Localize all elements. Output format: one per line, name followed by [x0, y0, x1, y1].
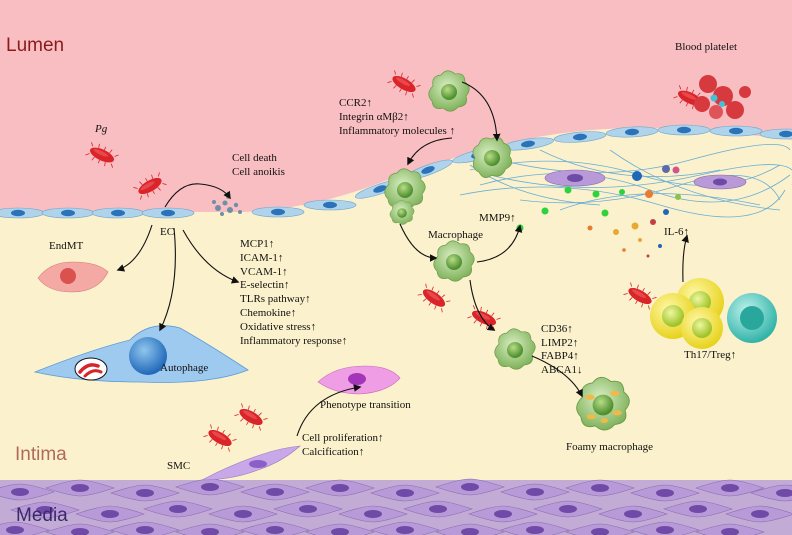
region-intima: Intima: [15, 444, 67, 465]
marker-cd36: CD36↑: [541, 323, 573, 335]
smc-cells: [201, 365, 401, 481]
cytokines: [516, 165, 681, 258]
foamy-macrophage-label: Foamy macrophage: [566, 441, 654, 453]
marker-integrin: Integrin αMβ2↑: [339, 110, 409, 123]
cell-death-labels: Cell death Cell anoikis: [232, 152, 285, 180]
marker-oxidative: Oxidative stress↑: [240, 320, 317, 333]
smc-label: SMC: [167, 460, 191, 472]
lumen-region: [0, 0, 792, 212]
foam-markers: CD36↑ LIMP2↑ FABP4↑ ABCA1↓: [541, 323, 583, 377]
blood-platelets: [694, 75, 751, 119]
marker-icam1: ICAM-1↑: [240, 251, 284, 264]
macrophage-label: Macrophage: [428, 229, 483, 241]
cell-anoikis-label: Cell anoikis: [232, 165, 285, 178]
marker-fabp4: FABP4↑: [541, 350, 579, 363]
marker-inflammatory-response: Inflammatory response↑: [240, 334, 348, 347]
marker-chemokine: Chemokine↑: [240, 306, 297, 319]
marker-vcam1: VCAM-1↑: [240, 265, 288, 278]
marker-mcp1: MCP1↑: [240, 238, 275, 250]
region-lumen: Lumen: [6, 35, 65, 56]
pathway-arrows: [116, 81, 689, 437]
monocyte-markers: CCR2↑ Integrin αMβ2↑ Inflammatory molecu…: [339, 97, 455, 138]
marker-eselectin: E-selectin↑: [240, 279, 290, 292]
endmt-cell: [37, 261, 109, 293]
calcification-label: Calcification↑: [302, 446, 365, 458]
autophage-label: Autophage: [160, 362, 209, 374]
autophagy-cell: [33, 325, 249, 383]
ec-markers: MCP1↑ ICAM-1↑ VCAM-1↑ E-selectin↑ TLRs p…: [240, 238, 347, 348]
plaque-smc: [544, 169, 747, 190]
region-media: Media: [16, 505, 68, 526]
marker-abca1: ABCA1↓: [541, 363, 583, 376]
blood-platelet-label: Blood platelet: [675, 41, 738, 53]
endmt-label: EndMT: [49, 240, 84, 252]
pathogen-label: Pg: [95, 123, 108, 135]
phenotype-transition-label: Phenotype transition: [320, 399, 411, 411]
plaque-fibers: [459, 143, 792, 218]
marker-limp2: LIMP2↑: [541, 336, 579, 349]
marker-inflammatory: Inflammatory molecules ↑: [339, 124, 456, 137]
il6-label: IL-6↑: [664, 226, 690, 238]
t-cells: [650, 278, 777, 349]
smc-effects: Cell proliferation↑ Calcification↑: [302, 431, 384, 459]
cell-death-label: Cell death: [232, 152, 277, 164]
th17-treg-label: Th17/Treg↑: [684, 349, 737, 361]
marker-tlrs: TLRs pathway↑: [240, 293, 311, 306]
mmp9-label: MMP9↑: [479, 212, 516, 224]
ec-label: EC: [160, 226, 175, 238]
marker-ccr2: CCR2↑: [339, 97, 373, 109]
cell-proliferation-label: Cell proliferation↑: [302, 432, 384, 444]
